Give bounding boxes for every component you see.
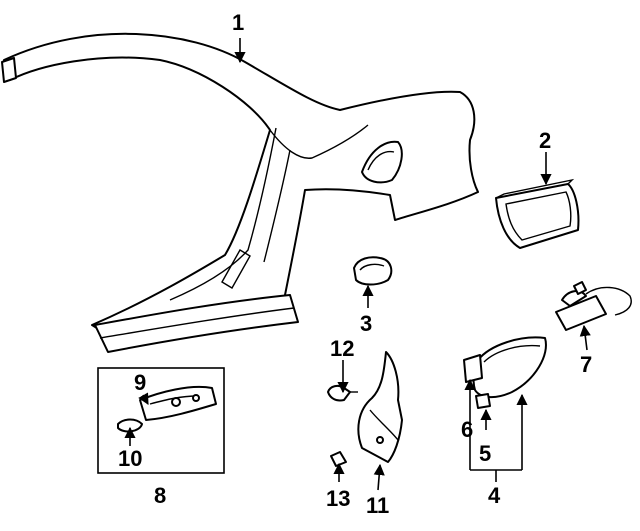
callout-10: 10 xyxy=(118,446,142,471)
callouts: 1 2 3 4 5 6 7 8 9 10 11 12 13 xyxy=(118,10,592,518)
callout-13: 13 xyxy=(326,486,350,511)
callout-6: 6 xyxy=(461,417,473,442)
plug-part xyxy=(353,256,393,286)
fuel-door-part xyxy=(463,336,547,398)
callout-3: 3 xyxy=(360,311,372,336)
callout-8: 8 xyxy=(154,483,166,508)
hinge-part xyxy=(475,393,491,409)
clip-13-part xyxy=(330,451,347,467)
callout-5: 5 xyxy=(479,441,491,466)
quarter-panel-part xyxy=(1,32,479,353)
inset-box xyxy=(97,367,225,474)
callout-9: 9 xyxy=(134,370,146,395)
callout-7: 7 xyxy=(580,352,592,377)
filler-housing-part xyxy=(495,178,580,249)
callout-11: 11 xyxy=(366,493,389,518)
callout-2: 2 xyxy=(539,128,551,153)
callout-1: 1 xyxy=(232,10,244,35)
callout-4: 4 xyxy=(488,483,501,508)
leader-lines xyxy=(124,38,591,491)
release-cable-part xyxy=(555,281,632,331)
bracket-part xyxy=(357,351,403,463)
callout-12: 12 xyxy=(330,336,354,361)
